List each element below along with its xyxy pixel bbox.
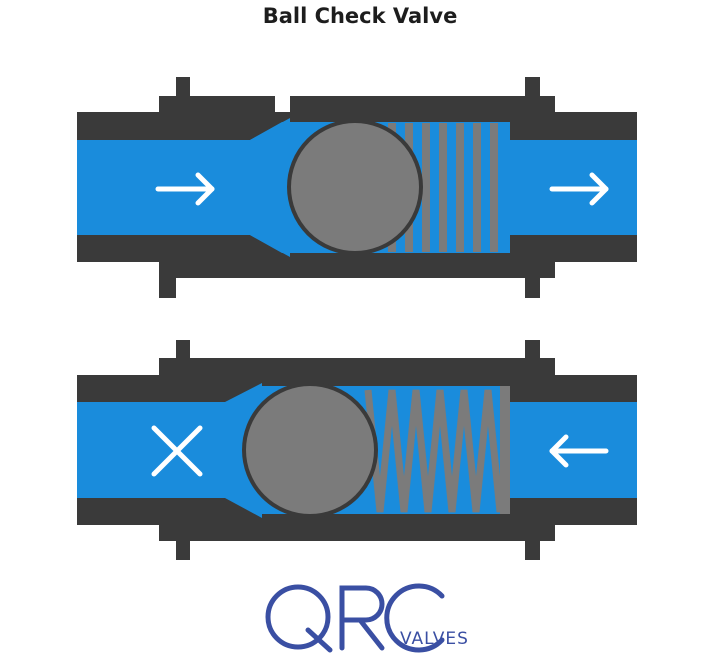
x-mark-icon	[151, 425, 203, 477]
spring-retainer	[510, 235, 540, 253]
valve-closed	[77, 340, 637, 560]
arrow-right-icon	[549, 172, 609, 206]
diagram-title: Ball Check Valve	[262, 4, 458, 28]
arrow-left-icon	[549, 434, 609, 468]
spring-guide	[500, 386, 510, 514]
spring-retainer	[510, 386, 540, 402]
spring	[364, 389, 510, 513]
seat-left	[250, 118, 290, 257]
svg-text:VALVES: VALVES	[400, 629, 469, 649]
check-ball	[242, 382, 378, 518]
check-ball	[287, 119, 423, 255]
valve-open	[77, 77, 637, 298]
spring-retainer	[510, 498, 540, 514]
spring-retainer	[510, 122, 540, 140]
arrow-right-icon	[155, 172, 215, 206]
